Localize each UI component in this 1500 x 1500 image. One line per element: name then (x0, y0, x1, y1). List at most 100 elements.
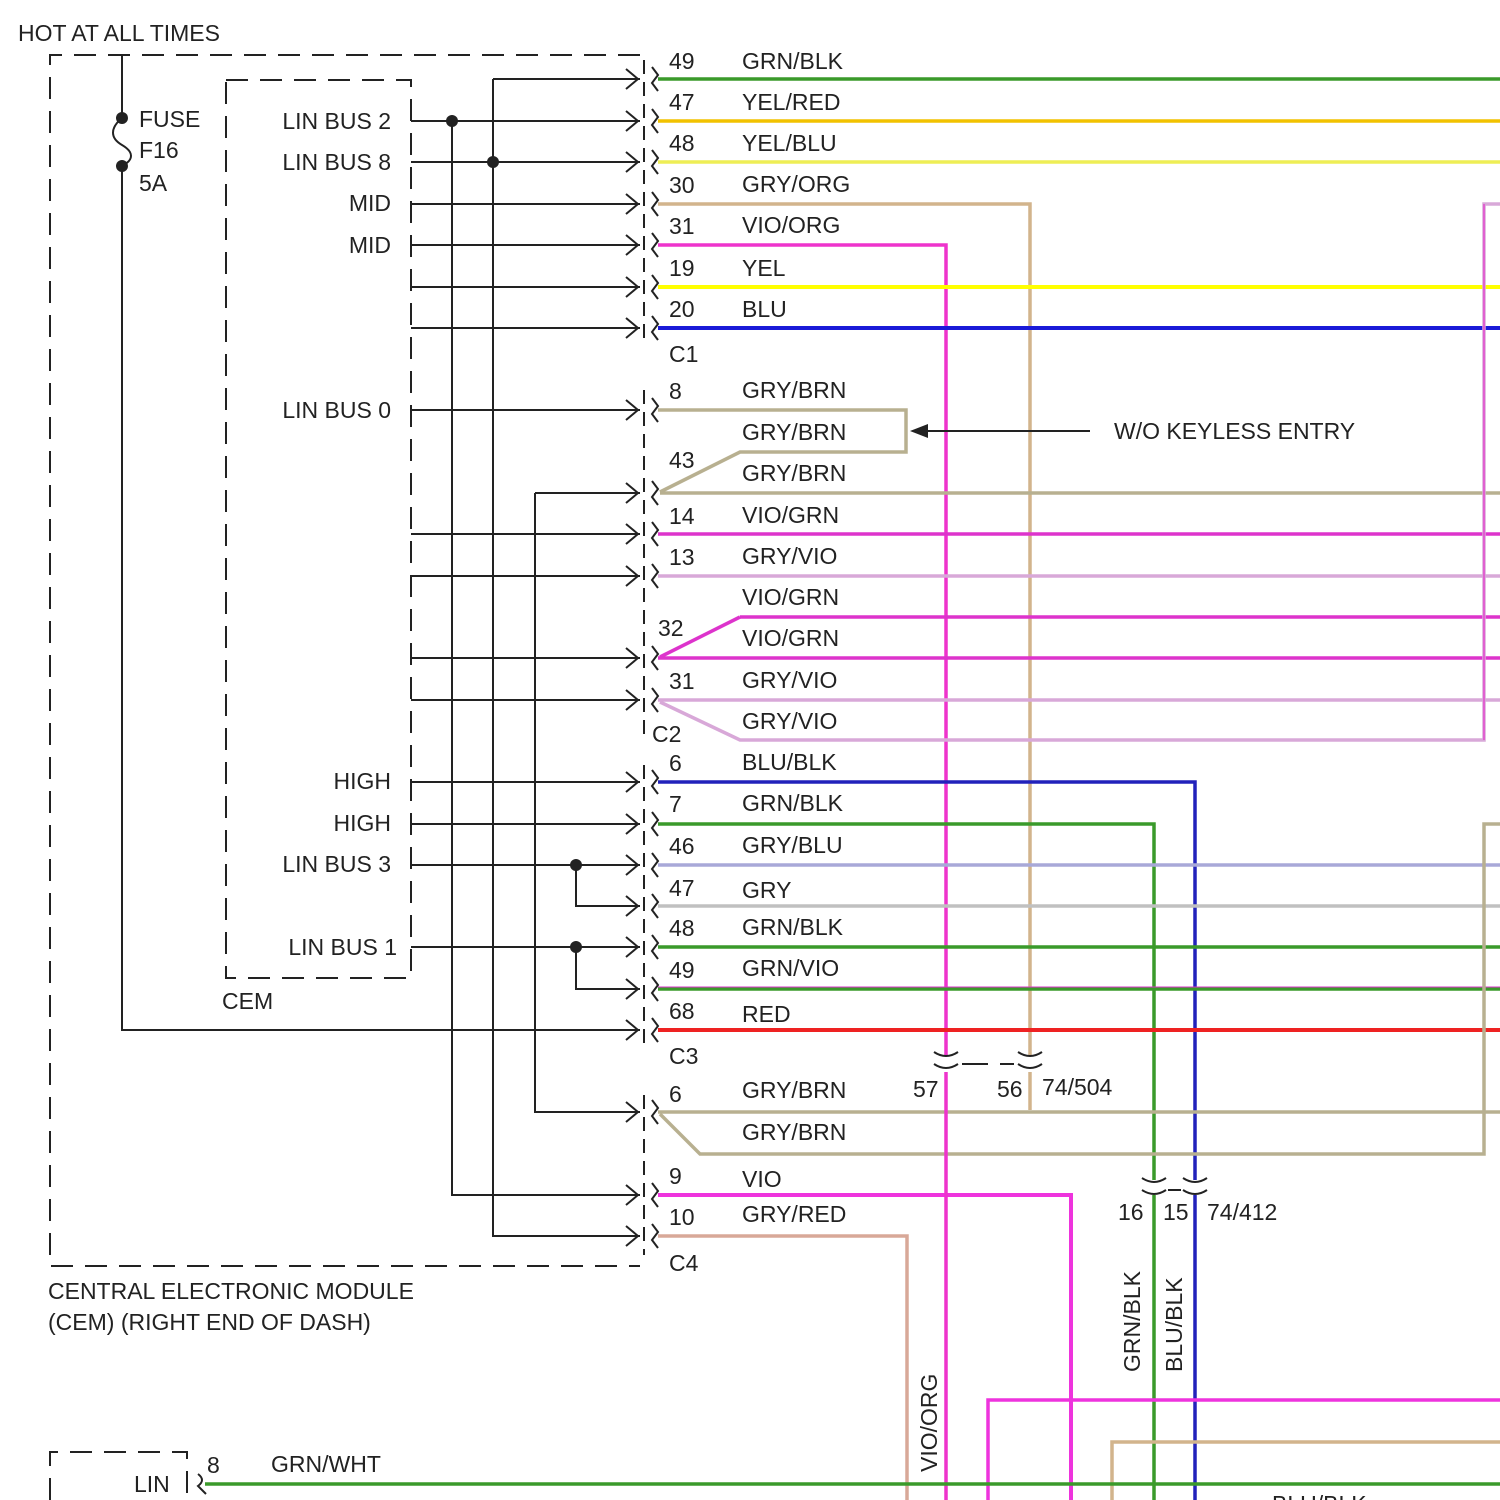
pin-number: 6 (669, 750, 682, 776)
wire-name: GRN/VIO (742, 955, 839, 981)
vertical-label-grn-blk: GRN/BLK (1119, 1270, 1145, 1372)
splice-56: 56 (997, 1076, 1023, 1102)
connector-bracket (652, 1100, 658, 1124)
wire-name: VIO/GRN (742, 584, 839, 610)
cem-label: CEM (222, 988, 273, 1014)
pin-label-high-b: HIGH (334, 810, 392, 836)
pin-number: 43 (669, 447, 695, 473)
wire-name: VIO/GRN (742, 625, 839, 651)
pin-number: 49 (669, 48, 695, 74)
connector-bracket (652, 1183, 658, 1207)
connector-bracket (652, 977, 658, 1001)
wire-name: GRY/BRN (742, 419, 846, 445)
splice-ref-74-412: 74/412 (1207, 1199, 1277, 1225)
pin-label-lin-bus-1: LIN BUS 1 (288, 934, 397, 960)
pin-label-lin-bus-8: LIN BUS 8 (282, 149, 391, 175)
connector-bracket (652, 67, 658, 91)
connector-bracket (652, 192, 658, 216)
wire-name: GRY/VIO (742, 543, 837, 569)
connector-bracket (652, 275, 658, 299)
wire-name: GRY (742, 877, 791, 903)
pin-label-lin-bus-2: LIN BUS 2 (282, 108, 391, 134)
wire-name: YEL/RED (742, 89, 840, 115)
connector-bracket (652, 935, 658, 959)
keyless-annotation: W/O KEYLESS ENTRY (1114, 418, 1355, 444)
wire-name: RED (742, 1001, 791, 1027)
connector-bracket (652, 522, 658, 546)
splice-16: 16 (1118, 1199, 1144, 1225)
connector-c1: C1 (669, 341, 698, 367)
wire-name: GRY/ORG (742, 171, 850, 197)
lin-bus-8-dot (487, 156, 499, 168)
splice-57: 57 (913, 1076, 939, 1102)
pin-label-lin-bus-3: LIN BUS 3 (282, 851, 391, 877)
partial-label-blu-blk: BLU/BLK (1272, 1491, 1367, 1500)
pin-number: 47 (669, 875, 695, 901)
connector-bracket (652, 150, 658, 174)
fuse-symbol (113, 118, 131, 166)
lin-module-label: LIN (134, 1471, 170, 1497)
connector-bracket (652, 481, 658, 505)
pin-label-high-a: HIGH (334, 768, 392, 794)
wire-name: BLU (742, 296, 787, 322)
pin-number: 19 (669, 255, 695, 281)
lin-wire-grn-wht: GRN/WHT (271, 1451, 381, 1477)
labels: HOT AT ALL TIMES FUSE F16 5A LIN BUS 2 L… (18, 20, 1367, 1500)
wire-name: VIO/GRN (742, 502, 839, 528)
connector-bracket (652, 1224, 658, 1248)
wire-name: GRY/BRN (742, 1119, 846, 1145)
connector-c3: C3 (669, 1043, 698, 1069)
pin-number: 14 (669, 503, 695, 529)
pin-number: 9 (669, 1163, 682, 1189)
pin-number: 48 (669, 915, 695, 941)
module-name-line1: CENTRAL ELECTRONIC MODULE (48, 1278, 414, 1304)
fuse-dot-bottom (116, 160, 128, 172)
wire-name: VIO/ORG (742, 212, 840, 238)
keyless-arrowhead (910, 424, 928, 438)
connector-bracket (652, 770, 658, 794)
vertical-label-blu-blk: BLU/BLK (1161, 1277, 1187, 1372)
pin-label-mid-a: MID (349, 190, 391, 216)
wire-vio-9 (658, 1195, 1071, 1500)
pin-number: 48 (669, 130, 695, 156)
lin-bus-3-dot (570, 859, 582, 871)
wire-name: GRY/VIO (742, 667, 837, 693)
connector-bracket (652, 894, 658, 918)
fuse-dot-top (116, 112, 128, 124)
wire-name: GRY/BRN (742, 377, 846, 403)
wire-name: GRN/BLK (742, 790, 844, 816)
pin-number: 20 (669, 296, 695, 322)
wire-name: GRY/BRN (742, 460, 846, 486)
pin-number: 31 (669, 213, 695, 239)
pin-number: 32 (658, 615, 684, 641)
connector-bracket (652, 316, 658, 340)
lin-bus-1-dot (570, 941, 582, 953)
wire-grn-blk-7 (658, 824, 1154, 1180)
pin-number: 47 (669, 89, 695, 115)
lin-bus-2-dot (446, 115, 458, 127)
wire-name: BLU/BLK (742, 749, 837, 775)
wire-name: GRN/BLK (742, 914, 844, 940)
connector-bracket (652, 564, 658, 588)
connector-bracket (652, 109, 658, 133)
wire-name: YEL/BLU (742, 130, 837, 156)
wire-name: YEL (742, 255, 786, 281)
pin-number: 30 (669, 172, 695, 198)
connector-bracket (652, 812, 658, 836)
wire-name: GRN/BLK (742, 48, 844, 74)
splice-ref-74-504: 74/504 (1042, 1074, 1113, 1100)
wire-name: GRY/RED (742, 1201, 846, 1227)
connector-bracket (652, 398, 658, 422)
lin-pin-8: 8 (207, 1452, 220, 1478)
connector-c4: C4 (669, 1250, 699, 1276)
connector-bracket (652, 1018, 658, 1042)
pin-label-mid-b: MID (349, 232, 391, 258)
wire-name: GRY/BLU (742, 832, 843, 858)
splice-15: 15 (1163, 1199, 1189, 1225)
pin-number: 31 (669, 668, 695, 694)
fuse-number: F16 (139, 137, 179, 163)
connector-bracket (652, 853, 658, 877)
wire-name: GRY/BRN (742, 1077, 846, 1103)
pin-number: 10 (669, 1204, 695, 1230)
